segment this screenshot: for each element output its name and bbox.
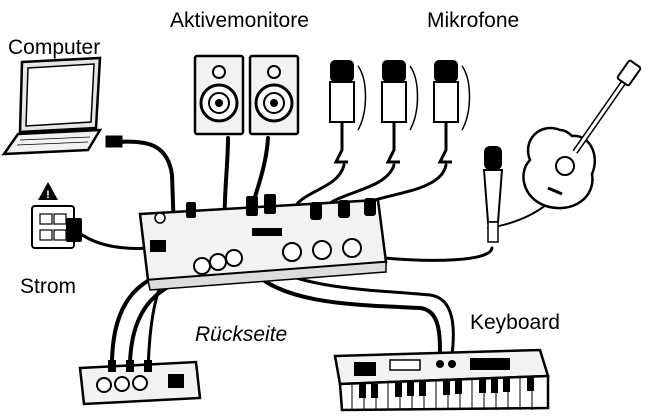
keyboard-label: Keyboard: [470, 311, 560, 334]
usb-plug: [105, 135, 123, 148]
power-outlet-icon: !: [31, 182, 82, 249]
laptop-icon: [1, 56, 103, 156]
studio-monitor-right-icon: [248, 54, 300, 136]
power-label: Strom: [20, 275, 77, 298]
acoustic-guitar-icon: [522, 59, 642, 210]
handheld-microphone-icon: [482, 146, 504, 243]
microphone-3-icon: [433, 60, 471, 164]
rear-device-icon: [78, 360, 202, 406]
microphone-1-icon: [329, 60, 367, 164]
power-cable: [76, 230, 152, 250]
microphone-2-icon: [381, 60, 419, 164]
studio-monitor-left-icon: [193, 54, 245, 136]
active-monitors-label: Aktivemonitore: [170, 9, 309, 32]
computer-label: Computer: [8, 36, 101, 59]
microphones-label: Mikrofone: [427, 9, 520, 32]
keyboard-cable-1: [248, 266, 442, 357]
svg-text:!: !: [46, 189, 50, 201]
keyboard-black-keys: [359, 377, 534, 398]
usb-cable: [116, 139, 176, 234]
keyboard-icon: [333, 348, 550, 412]
handheld-mic-cable: [382, 246, 494, 262]
mixer-icon: [138, 194, 388, 291]
rear-panel-label: Rückseite: [195, 323, 288, 346]
